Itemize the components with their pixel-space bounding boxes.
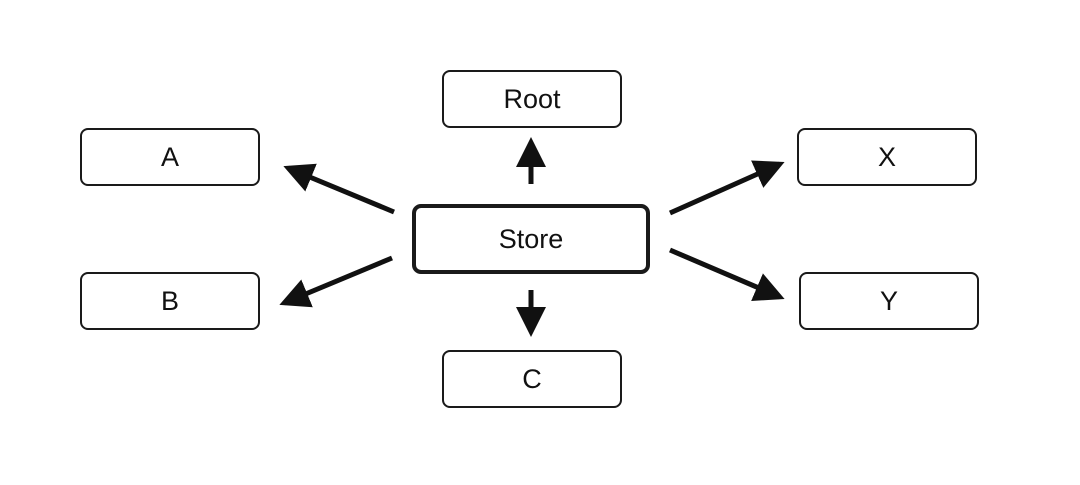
node-a-label: A [160, 141, 179, 172]
node-b: B [80, 272, 260, 330]
node-root-label: Root [503, 83, 561, 114]
node-root: Root [442, 70, 622, 128]
node-store-label: Store [498, 223, 564, 254]
node-c: C [442, 350, 622, 408]
node-y: Y [799, 272, 979, 330]
edge-store-to-y [669, 247, 785, 301]
node-store: Store [412, 204, 650, 274]
node-c-label: C [522, 363, 542, 394]
node-x: X [797, 128, 977, 186]
node-x-label: X [877, 141, 896, 172]
node-y-label: Y [879, 285, 898, 316]
node-b-label: B [160, 285, 179, 316]
node-a: A [80, 128, 260, 186]
edge-store-to-x [668, 160, 785, 216]
edge-store-to-a [283, 163, 395, 215]
edge-store-to-b [279, 255, 393, 308]
